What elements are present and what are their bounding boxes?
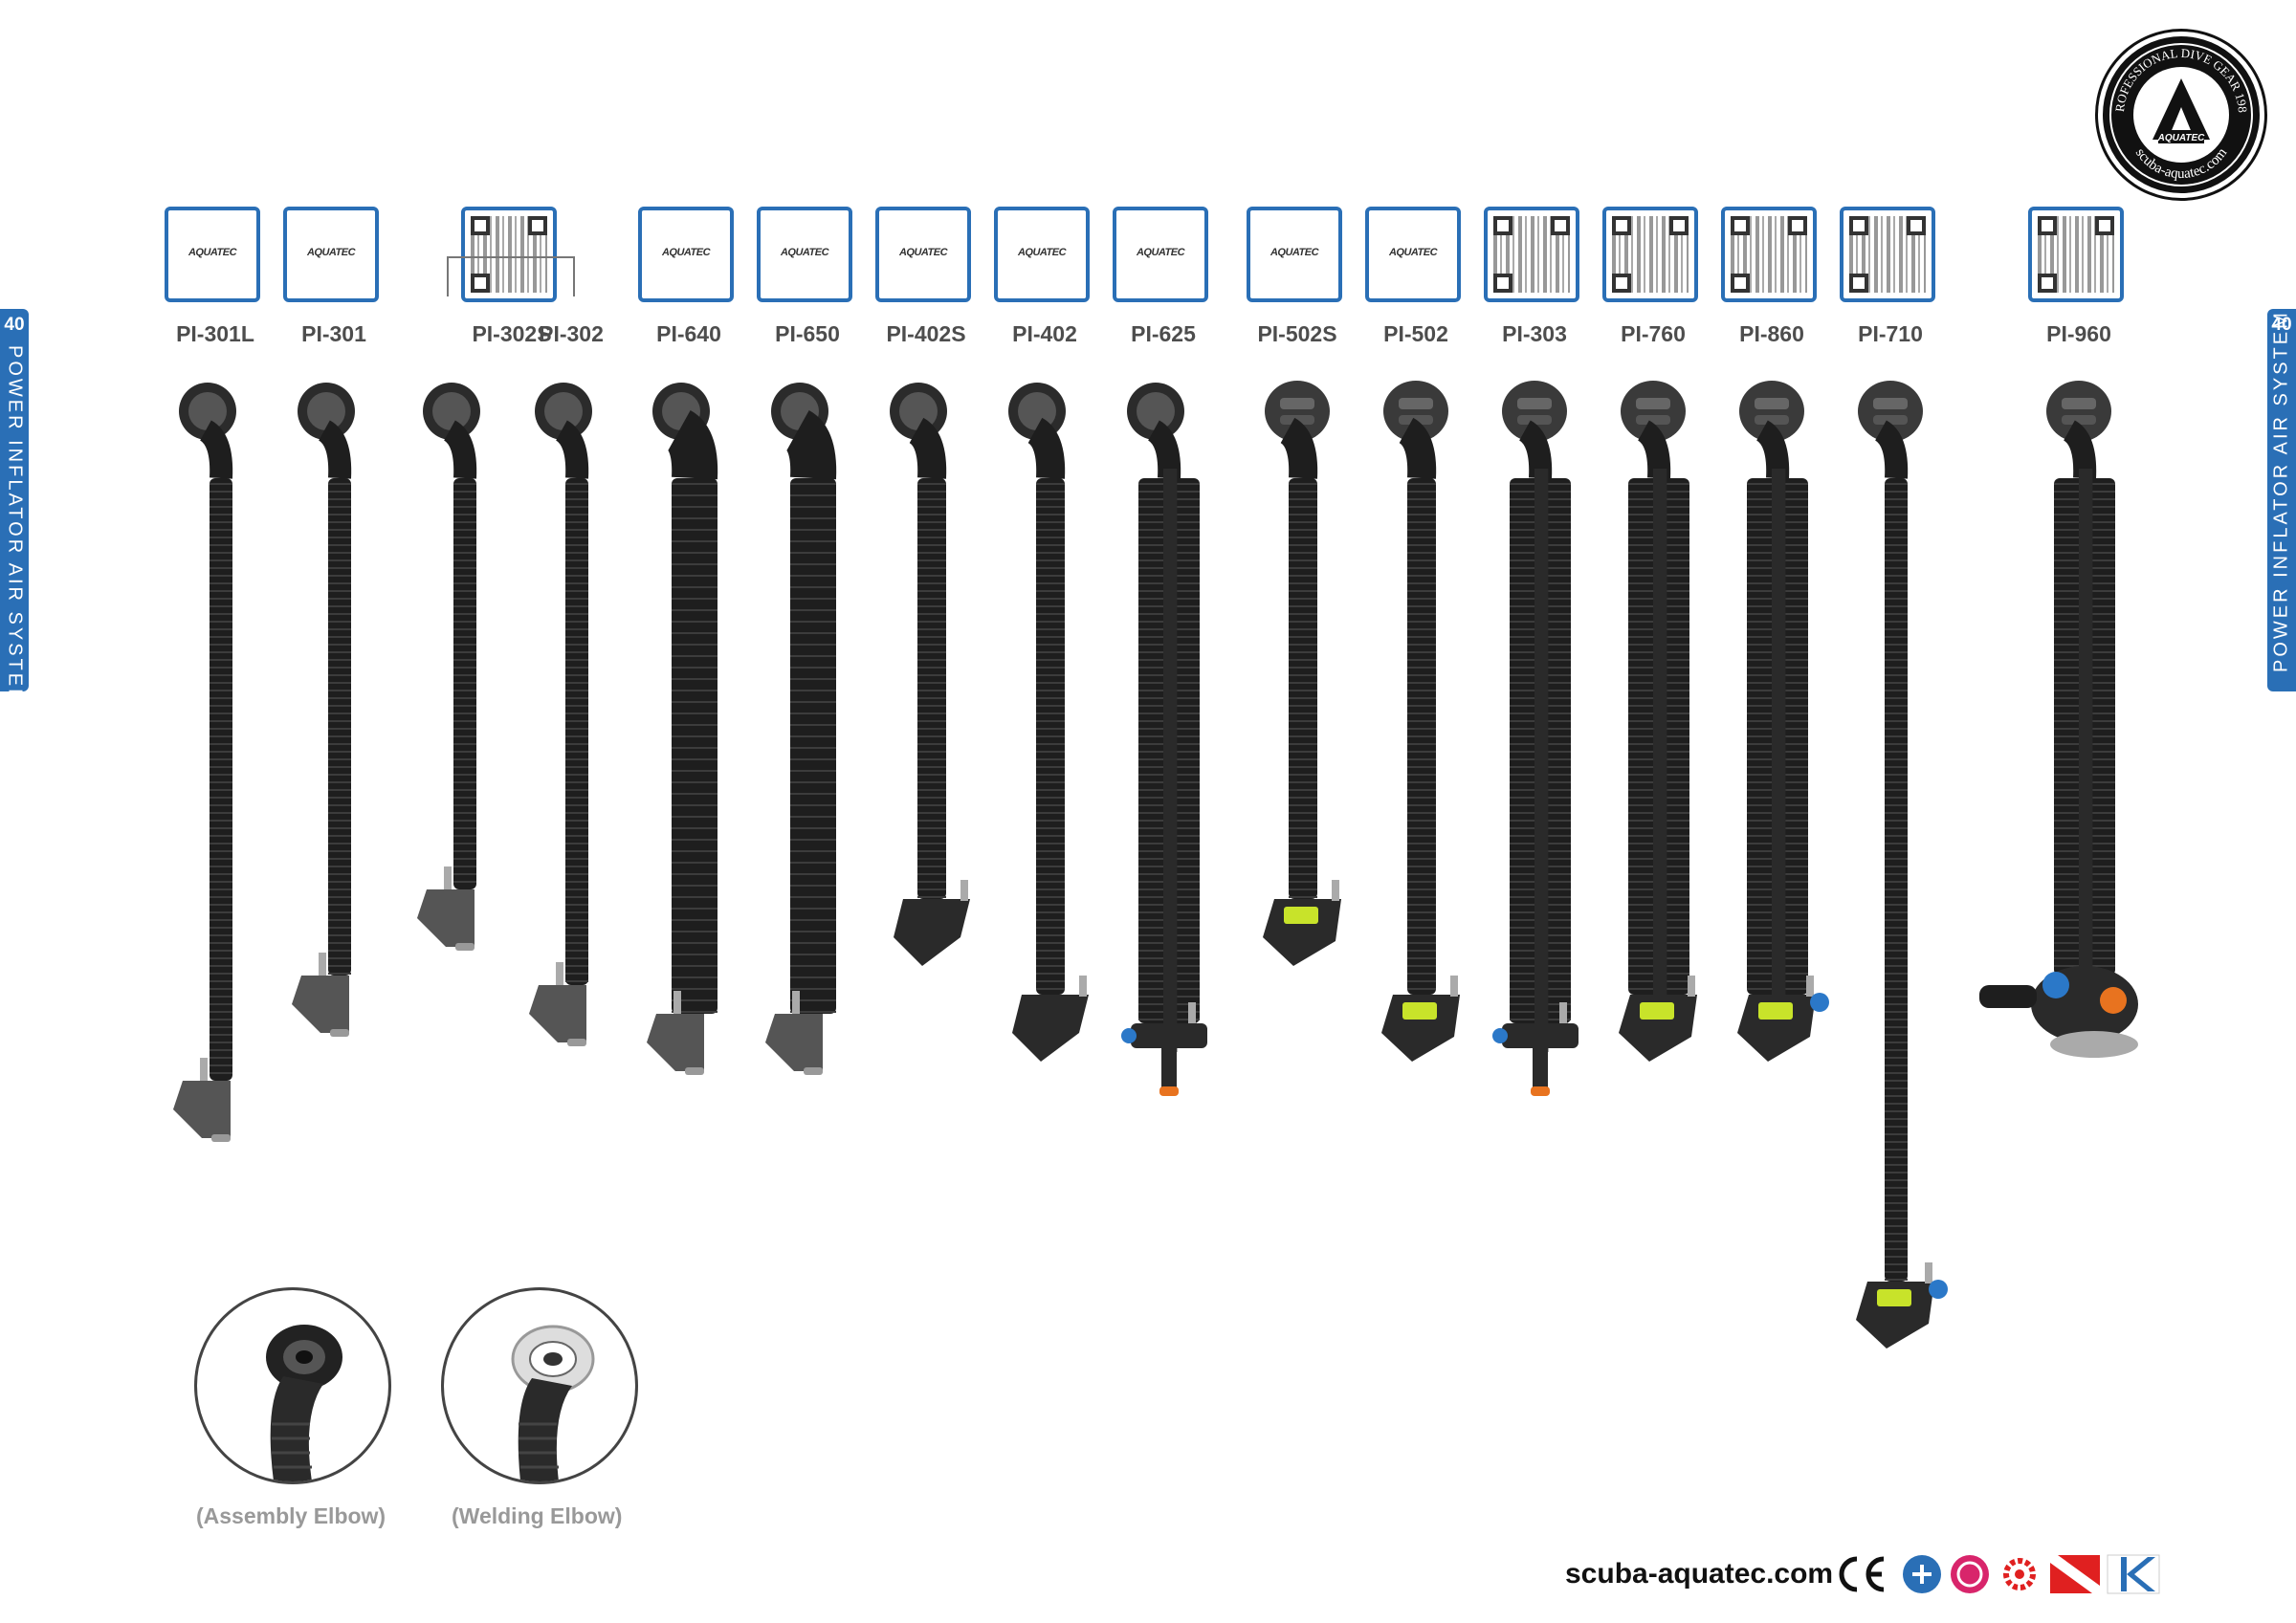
product-code-label: PI-860 <box>1739 321 1804 346</box>
product-code-label: PI-640 <box>656 321 721 346</box>
product-logo-thumbnail[interactable]: AQUATEC <box>283 207 379 302</box>
hose-pi-960 <box>1979 381 2138 1058</box>
hose-pi-502 <box>1381 381 1460 1062</box>
product-code-label: PI-303 <box>1502 321 1567 346</box>
assembly-elbow-image <box>194 1287 391 1484</box>
hose-pi-760 <box>1619 381 1697 1062</box>
product-qr-code-icon[interactable] <box>1602 207 1698 302</box>
thumbnail-brand-text: AQUATEC <box>306 247 356 258</box>
shared-thumbnail-bracket <box>447 256 575 296</box>
hose-pi-302s <box>417 383 480 951</box>
hose-pi-402s <box>890 383 970 966</box>
product-qr-code-icon[interactable] <box>1721 207 1817 302</box>
hose-pi-860 <box>1737 381 1829 1062</box>
hose-pi-303 <box>1492 381 1578 1096</box>
product-logo-thumbnail[interactable]: AQUATEC <box>1113 207 1208 302</box>
thumbnail-brand-text: AQUATEC <box>1269 247 1319 258</box>
product-code-label: PI-650 <box>775 321 840 346</box>
hose-pi-301l <box>173 383 236 1142</box>
assembly-elbow-caption: (Assembly Elbow) <box>196 1503 386 1528</box>
product-code-label: PI-502 <box>1383 321 1448 346</box>
product-logo-thumbnail[interactable]: AQUATEC <box>757 207 852 302</box>
product-code-label: PI-302 <box>539 321 604 346</box>
product-logo-thumbnail[interactable]: AQUATEC <box>1365 207 1461 302</box>
product-qr-code-icon[interactable] <box>461 207 557 302</box>
page-number-left: 40 <box>4 315 25 335</box>
thumbnail-brand-text: AQUATEC <box>188 247 237 258</box>
product-qr-code-icon[interactable] <box>1484 207 1579 302</box>
product-code-label: PI-502S <box>1257 321 1337 346</box>
footer-website[interactable]: scuba-aquatec.com <box>1565 1558 1834 1590</box>
thumbnail-brand-text: AQUATEC <box>1136 247 1185 258</box>
mit-mark-icon <box>1951 1555 1989 1593</box>
hose-pi-625 <box>1121 383 1207 1096</box>
product-qr-code-icon[interactable] <box>1840 207 1935 302</box>
ce-mark-icon <box>1839 1556 1885 1592</box>
product-code-label: PI-402 <box>1012 321 1077 346</box>
product-code-label: PI-760 <box>1621 321 1686 346</box>
product-logo-thumbnail[interactable]: AQUATEC <box>994 207 1090 302</box>
hose-pi-650 <box>765 383 837 1075</box>
thumbnail-brand-text: AQUATEC <box>1388 247 1438 258</box>
product-code-label: PI-302S <box>472 321 552 346</box>
product-code-label: PI-960 <box>2046 321 2111 346</box>
hose-pi-402 <box>1008 383 1089 1062</box>
seal-brand-text: AQUATEC <box>2157 133 2205 143</box>
product-code-label: PI-625 <box>1131 321 1196 346</box>
thumbnail-brand-text: AQUATEC <box>661 247 711 258</box>
product-logo-thumbnail[interactable]: AQUATEC <box>875 207 971 302</box>
hose-pi-301 <box>292 383 355 1037</box>
section-title-left: POWER INFLATOR AIR SYSTEM <box>4 345 26 708</box>
thumbnail-brand-text: AQUATEC <box>780 247 829 258</box>
product-code-label: PI-402S <box>886 321 966 346</box>
hose-pi-302 <box>529 383 592 1046</box>
side-tab-left: 40 POWER INFLATOR AIR SYSTEM <box>0 309 29 708</box>
product-qr-code-icon[interactable] <box>2028 207 2124 302</box>
thumbnail-brand-text: AQUATEC <box>1017 247 1067 258</box>
product-code-label: PI-301 <box>301 321 366 346</box>
certification-marks <box>1839 1554 2160 1594</box>
hose-pi-502s <box>1263 381 1341 966</box>
product-code-label: PI-710 <box>1858 321 1923 346</box>
product-logo-thumbnail[interactable]: AQUATEC <box>1247 207 1342 302</box>
welding-elbow-caption: (Welding Elbow) <box>452 1503 623 1528</box>
tuv-mark-icon <box>2003 1558 2036 1590</box>
hose-pi-710 <box>1856 381 1948 1349</box>
k-mark-icon <box>2107 1554 2160 1594</box>
side-tab-right: 40 POWER INFLATOR AIR SYSTEM <box>2267 309 2296 691</box>
product-logo-thumbnail[interactable]: AQUATEC <box>638 207 734 302</box>
aquatec-seal-logo: PROFESSIONAL DIVE GEAR 1983 scuba-aquate… <box>2103 36 2260 193</box>
padi-dive-flag-icon <box>2050 1555 2100 1593</box>
product-logo-thumbnail[interactable]: AQUATEC <box>165 207 260 302</box>
welding-elbow-image <box>441 1287 638 1484</box>
hose-pi-640 <box>647 383 718 1075</box>
gs-mark-icon <box>1903 1555 1941 1593</box>
product-code-label: PI-301L <box>176 321 254 346</box>
page-number-right: 40 <box>2271 315 2292 335</box>
thumbnail-brand-text: AQUATEC <box>898 247 948 258</box>
